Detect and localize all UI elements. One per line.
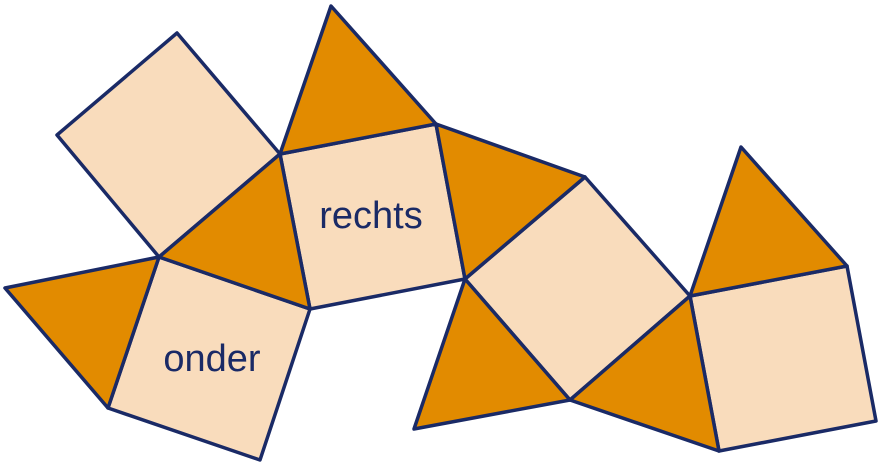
triangle-face-center-left: [157, 152, 312, 311]
label-rechts: rechts: [319, 195, 422, 237]
triangle-face-lower-right: [568, 294, 721, 453]
triangle-face-top: [278, 4, 438, 156]
triangle-face-lower-middle: [412, 277, 572, 431]
triangle-face-upper-middle: [434, 122, 587, 281]
square-face-far-right: [688, 264, 878, 453]
label-onder: onder: [163, 338, 261, 380]
triangle-face-left: [3, 255, 161, 410]
triangle-face-upper-right: [688, 145, 849, 298]
